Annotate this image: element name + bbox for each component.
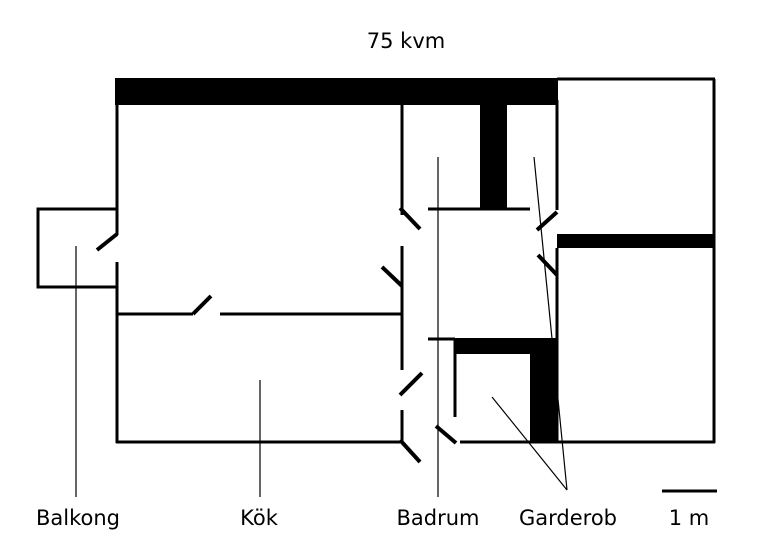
area-title: 75 kvm — [367, 29, 445, 53]
shaft-wall — [480, 100, 507, 208]
label-balkong: Balkong — [36, 506, 120, 530]
label-kok: Kök — [240, 506, 279, 530]
scale-label: 1 m — [669, 506, 710, 530]
outer-walls — [115, 77, 716, 444]
label-garderob: Garderob — [519, 506, 617, 530]
balcony-outline — [36, 207, 117, 289]
label-badrum: Badrum — [396, 506, 479, 530]
right-partition-wall — [557, 234, 715, 248]
doors — [95, 206, 559, 464]
label-leaders — [75, 156, 568, 497]
interior-walls — [117, 100, 559, 443]
